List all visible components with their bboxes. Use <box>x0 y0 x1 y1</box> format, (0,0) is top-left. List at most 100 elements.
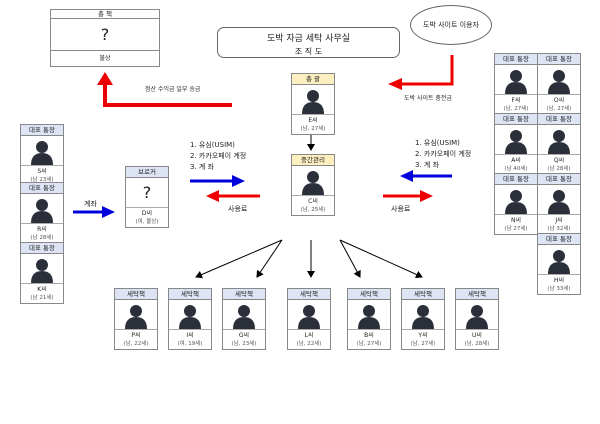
launderer-card: 세탁책 I씨 (여, 19세) <box>168 288 212 350</box>
boss-header: 총 책 <box>51 10 159 19</box>
card-header: 세탁책 <box>348 289 390 300</box>
settlement-label: 정산 수익금 일부 송금 <box>145 86 201 93</box>
launderer-card: 세탁책 Y씨 (남, 27세) <box>401 288 445 350</box>
person-age: (남, 27세) <box>546 106 572 112</box>
person-name: U씨 <box>472 332 482 339</box>
card-header: 대표 통장 <box>538 174 580 185</box>
items-left: 1. 유심(USIM) 2. 카카오페이 계정 3. 계 좌 <box>190 140 246 173</box>
person-name: S씨 <box>37 168 47 175</box>
right-account-card: 대표 통장 Q씨 (남 28세) <box>537 113 581 175</box>
person-age: (남, 27세) <box>410 341 436 347</box>
card-header: 총 괄 <box>292 74 334 85</box>
manager-card: 총 괄 E씨 (남, 27세) <box>291 73 335 135</box>
person-icon <box>538 125 580 155</box>
launderer-card: 세탁책 L씨 (남, 22세) <box>287 288 331 350</box>
red-arrow-settlement <box>97 72 232 107</box>
card-header: 대표 통장 <box>21 243 63 254</box>
boss-box: 총 책 ? 불상 <box>50 9 160 67</box>
card-header: 대표 통장 <box>21 183 63 194</box>
person-name: N씨 <box>510 217 521 224</box>
person-age: (남, 25세) <box>300 207 326 213</box>
right-account-card: 대표 통장 A씨 (남 40세) <box>494 113 538 175</box>
person-name: E씨 <box>308 117 318 124</box>
person-age: (남, 27세) <box>300 126 326 132</box>
person-name: Y씨 <box>418 332 428 339</box>
right-account-card: 대표 통장 J씨 (남 32세) <box>537 173 581 235</box>
item: 3. 계 좌 <box>190 163 215 171</box>
person-age: (남, 27세) <box>356 341 382 347</box>
person-name: O씨 <box>553 97 565 104</box>
boss-name: ? <box>51 19 159 51</box>
launderer-card: 세탁책 P씨 (남, 22세) <box>114 288 158 350</box>
red-arrow-right <box>383 190 433 202</box>
person-icon <box>115 300 157 330</box>
person-icon <box>456 300 498 330</box>
person-name: F씨 <box>511 97 521 104</box>
red-arrow-left <box>206 190 260 202</box>
card-header: 세탁책 <box>169 289 211 300</box>
person-age: (남 27세) <box>504 226 528 232</box>
blue-arrow-left <box>190 175 245 187</box>
left-account-card: 대표 통장 S씨 (남 23세) <box>20 124 64 186</box>
card-header: 대표 통장 <box>495 54 537 65</box>
item: 3. 계 좌 <box>415 161 440 169</box>
card-header: 브로커 <box>126 167 168 178</box>
person-icon <box>223 300 265 330</box>
card-header: 대표 통장 <box>538 114 580 125</box>
card-header: 중간관리 <box>292 155 334 166</box>
person-name: H씨 <box>553 277 565 284</box>
card-header: 세탁책 <box>288 289 330 300</box>
middle-manager-card: 중간관리 C씨 (남, 25세) <box>291 154 335 216</box>
person-icon <box>292 85 334 115</box>
left-account-card: 대표 통장 K씨 (남 21세) <box>20 242 64 304</box>
item: 2. 카카오페이 계정 <box>190 152 247 160</box>
card-header: 대표 통장 <box>21 125 63 136</box>
boss-footer: 불상 <box>99 55 111 62</box>
person-name: J씨 <box>555 217 563 224</box>
person-name: R씨 <box>37 226 47 233</box>
person-name: P씨 <box>131 332 141 339</box>
person-icon <box>292 166 334 196</box>
launderer-card: 세탁책 G씨 (남, 23세) <box>222 288 266 350</box>
right-account-card: 대표 통장 H씨 (남 33세) <box>537 233 581 295</box>
unknown-mark: ? <box>126 178 168 208</box>
items-right: 1. 유심(USIM) 2. 카카오페이 계정 3. 계 좌 <box>415 138 471 171</box>
person-age: (여, 19세) <box>177 341 203 347</box>
person-icon <box>538 65 580 95</box>
account-label: 계좌 <box>84 200 97 208</box>
item: 1. 유심(USIM) <box>415 139 460 147</box>
person-name: K씨 <box>37 286 47 293</box>
person-icon <box>348 300 390 330</box>
person-name: B씨 <box>364 332 374 339</box>
title-line2: 조 직 도 <box>294 47 323 56</box>
card-header: 세탁책 <box>456 289 498 300</box>
person-icon <box>402 300 444 330</box>
fee-label-right: 사용료 <box>391 205 411 213</box>
person-age: (남 33세) <box>547 286 571 292</box>
person-age: (남, 23세) <box>231 341 257 347</box>
person-icon <box>495 185 537 215</box>
card-header: 세탁책 <box>402 289 444 300</box>
red-arrow-charge <box>388 55 454 90</box>
person-age: (남 23세) <box>30 177 54 183</box>
left-account-card: 대표 통장 R씨 (남 28세) <box>20 182 64 244</box>
person-age: (남 28세) <box>547 166 571 172</box>
person-age: (남, 28세) <box>464 341 490 347</box>
person-name: A씨 <box>511 157 521 164</box>
person-age: (남 28세) <box>30 235 54 241</box>
person-icon <box>21 136 63 166</box>
person-icon <box>21 254 63 284</box>
card-header: 대표 통장 <box>538 234 580 245</box>
person-icon <box>538 245 580 275</box>
card-header: 대표 통장 <box>495 114 537 125</box>
launderer-card: 세탁책 U씨 (남, 28세) <box>455 288 499 350</box>
right-account-card: 대표 통장 F씨 (남, 27세) <box>494 53 538 115</box>
person-age: (남, 27세) <box>503 106 529 112</box>
broker-card: 브로커 ? D씨 (여, 불상) <box>125 166 169 228</box>
launderer-card: 세탁책 B씨 (남, 27세) <box>347 288 391 350</box>
person-icon <box>495 65 537 95</box>
card-header: 세탁책 <box>115 289 157 300</box>
charge-label: 도박 사이트 충전금 <box>404 95 452 102</box>
person-age: (남, 22세) <box>296 341 322 347</box>
